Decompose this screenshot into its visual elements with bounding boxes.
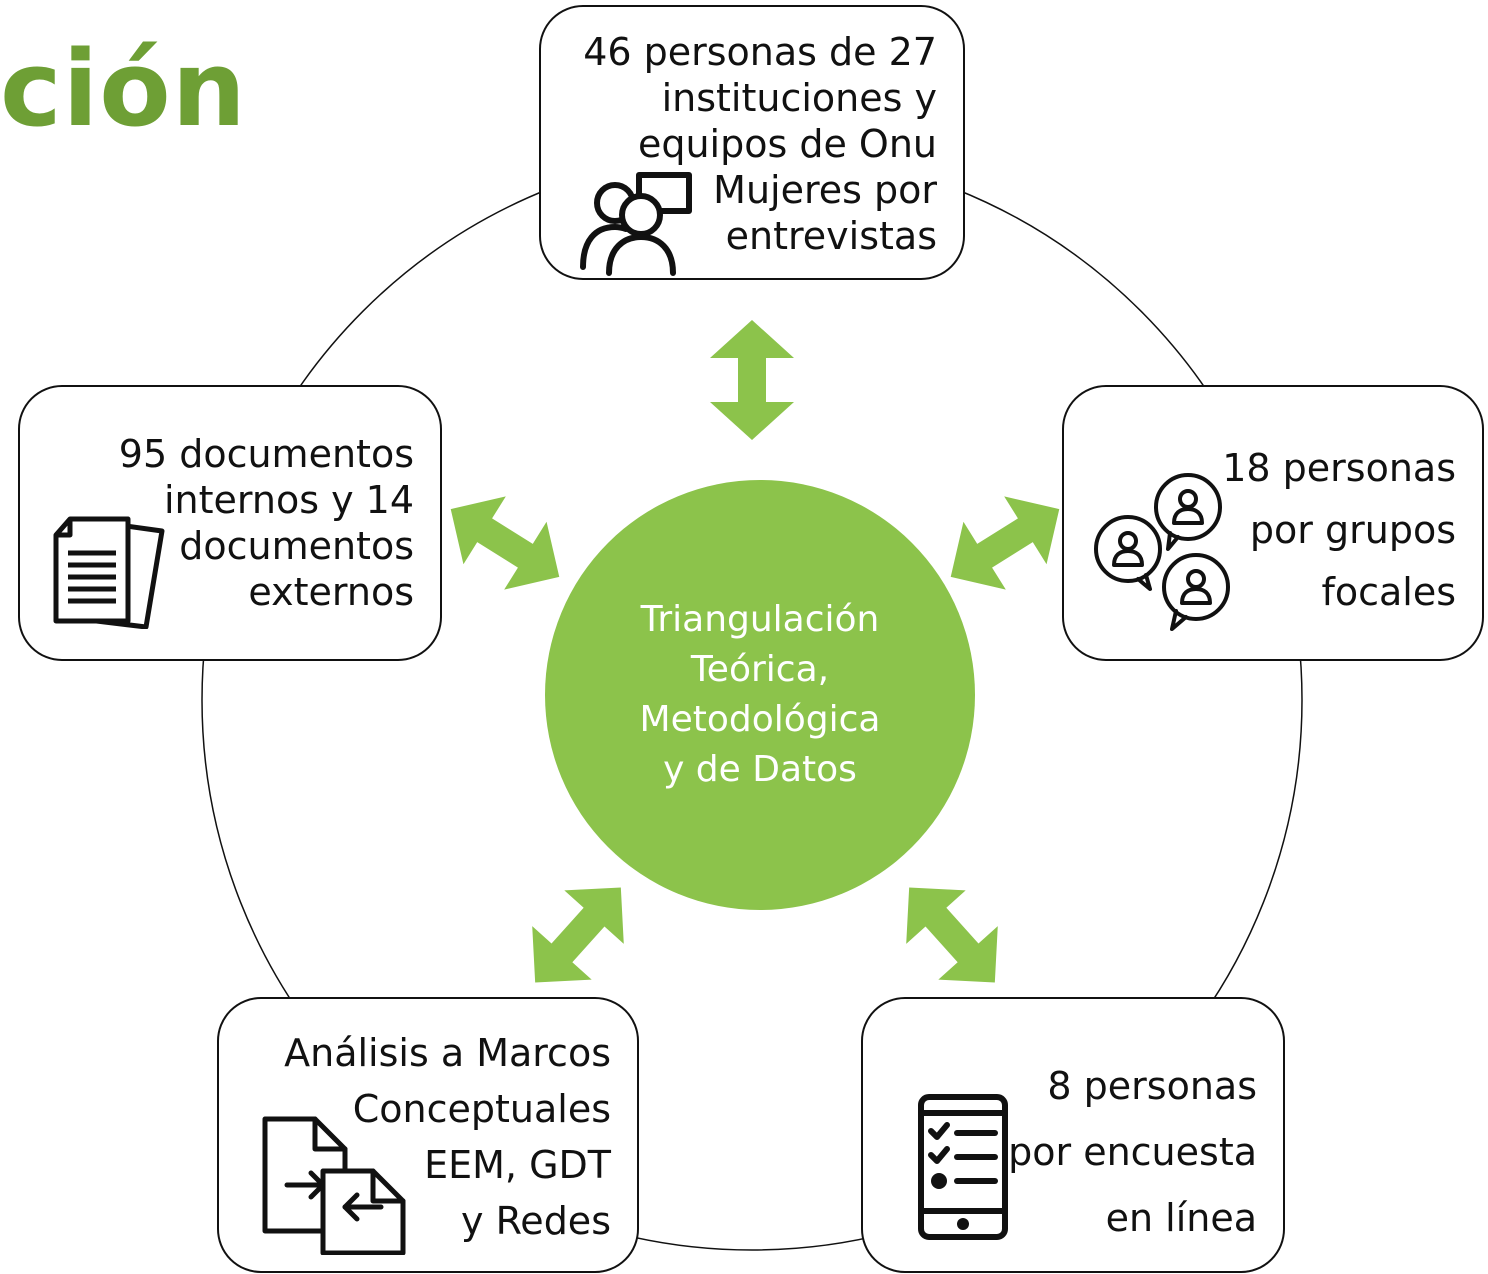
node-line: Conceptuales <box>352 1087 611 1131</box>
node-line: 95 documentos <box>118 432 414 476</box>
node-line: Mujeres por <box>713 168 937 212</box>
node-interviews-text: 46 personas de 27 instituciones y equipo… <box>583 29 937 259</box>
center-circle: Triangulación Teórica, Metodológica y de… <box>545 480 975 910</box>
node-documents: 95 documentos internos y 14 documentos e… <box>18 385 442 661</box>
arrow-right <box>950 496 1060 590</box>
mobile-survey-checklist-icon <box>918 1094 1008 1240</box>
arrow-top <box>710 320 794 440</box>
node-line: focales <box>1321 570 1456 614</box>
node-line: internos y 14 <box>163 478 414 522</box>
node-documents-text: 95 documentos internos y 14 documentos e… <box>119 431 414 615</box>
node-line: por grupos <box>1249 508 1456 552</box>
focus-group-people-icon <box>1094 473 1230 631</box>
arrow-bottom-left <box>532 887 624 983</box>
node-line: 18 personas <box>1222 446 1456 490</box>
node-line: y Redes <box>461 1199 611 1243</box>
node-frameworks-text: Análisis a Marcos Conceptuales EEM, GDT … <box>284 1025 611 1249</box>
node-line: entrevistas <box>725 214 937 258</box>
interview-people-chat-icon <box>580 172 692 276</box>
node-line: equipos de Onu <box>637 122 937 166</box>
node-survey: 8 personas por encuesta en línea <box>861 997 1285 1273</box>
node-line: Análisis a Marcos <box>284 1031 611 1075</box>
node-frameworks: Análisis a Marcos Conceptuales EEM, GDT … <box>217 997 639 1273</box>
file-exchange-icon <box>262 1116 406 1255</box>
node-survey-text: 8 personas por encuesta en línea <box>1008 1053 1257 1251</box>
node-focus-groups: 18 personas por grupos focales <box>1062 385 1484 661</box>
node-line: externos <box>248 570 414 614</box>
center-line: y de Datos <box>663 749 857 790</box>
node-line: en línea <box>1105 1196 1257 1240</box>
arrow-bottom-right <box>906 887 998 983</box>
node-line: 8 personas <box>1047 1064 1257 1108</box>
arrow-left <box>450 496 560 590</box>
center-label: Triangulación Teórica, Metodológica y de… <box>640 595 881 795</box>
node-focus-groups-text: 18 personas por grupos focales <box>1222 437 1456 623</box>
node-line: instituciones y <box>661 76 937 120</box>
node-line: EEM, GDT <box>424 1143 611 1187</box>
page-title: ción <box>0 28 247 150</box>
node-line: por encuesta <box>1008 1130 1257 1174</box>
node-line: 46 personas de 27 <box>583 30 937 74</box>
documents-icon <box>53 516 165 629</box>
center-line: Triangulación <box>640 599 880 640</box>
node-interviews: 46 personas de 27 instituciones y equipo… <box>539 5 965 280</box>
center-line: Metodológica <box>639 699 881 740</box>
node-line: documentos <box>179 524 414 568</box>
center-line: Teórica, <box>690 649 830 690</box>
